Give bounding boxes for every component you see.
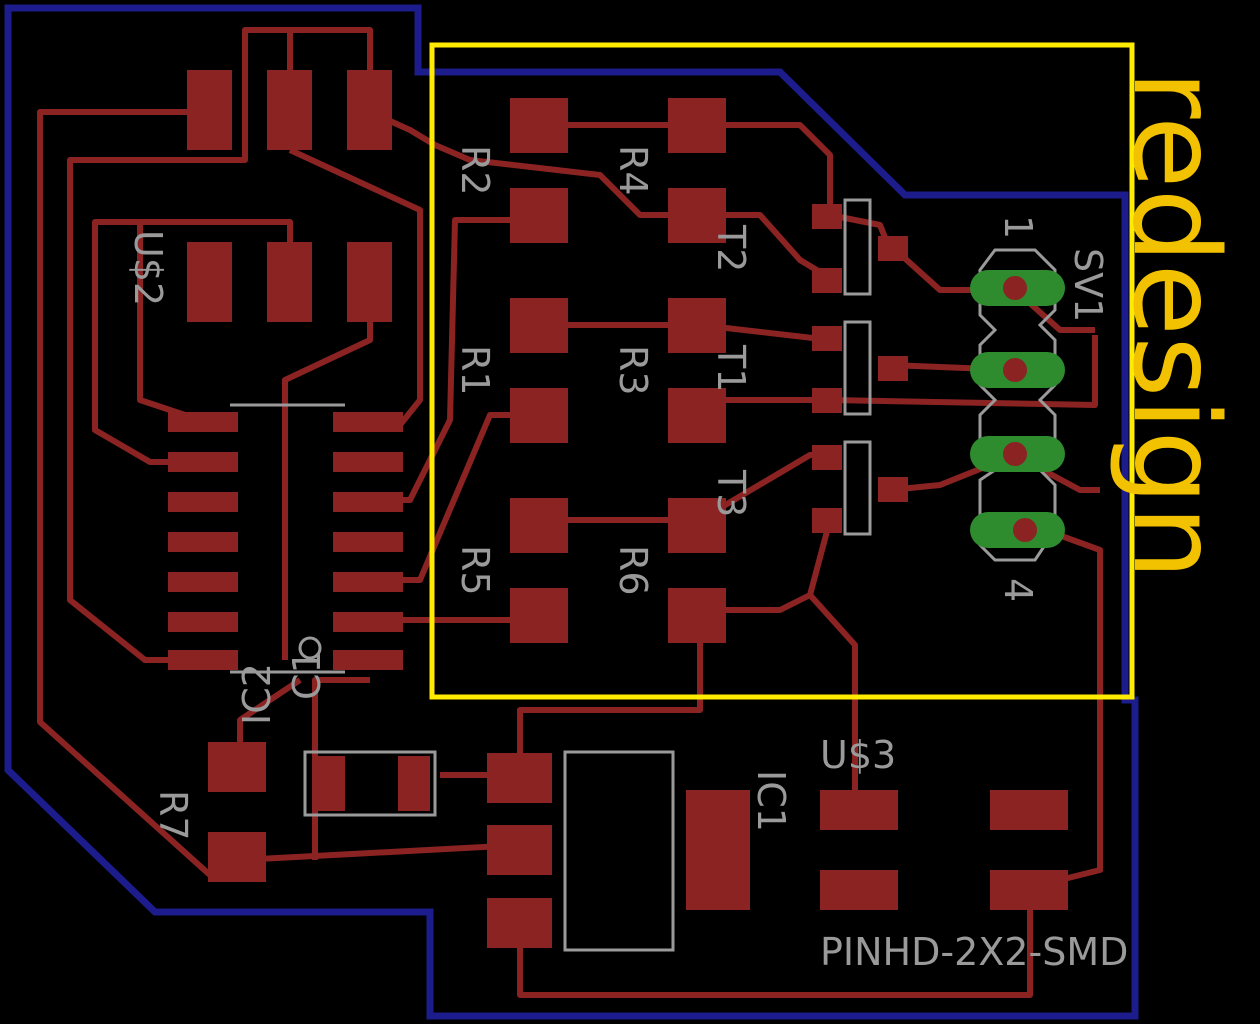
label-ic2: IC2 [235, 663, 279, 725]
silkscreen-labels: U$2 R2 R4 T2 R1 R3 T1 T3 R5 R6 SV1 1 4 I… [126, 145, 1128, 974]
label-t3: T3 [709, 469, 753, 517]
label-r1: R1 [453, 345, 497, 396]
label-pinhd: PINHD-2X2-SMD [820, 930, 1128, 974]
label-ic1: IC1 [749, 770, 793, 832]
redesign-label: redesign [1107, 70, 1245, 580]
label-pin1: 1 [996, 215, 1040, 239]
label-t2: T2 [709, 224, 753, 272]
label-usb2: U$2 [126, 230, 170, 306]
redesign-highlight-box [429, 42, 1135, 700]
label-c1: C1 [285, 649, 329, 700]
label-u3: U$3 [820, 733, 896, 777]
silkscreen-outlines [230, 198, 872, 952]
label-r5: R5 [453, 545, 497, 596]
sv1-header [970, 248, 1065, 562]
label-r2: R2 [453, 145, 497, 196]
smd-pads [168, 70, 1068, 948]
label-r4: R4 [611, 145, 655, 196]
board-outline [4, 4, 1139, 1020]
label-sv1: SV1 [1066, 248, 1110, 322]
label-t1: T1 [709, 344, 753, 392]
label-pin4: 4 [996, 578, 1040, 602]
label-r6: R6 [611, 545, 655, 596]
label-r7: R7 [151, 790, 195, 841]
label-r3: R3 [611, 345, 655, 396]
